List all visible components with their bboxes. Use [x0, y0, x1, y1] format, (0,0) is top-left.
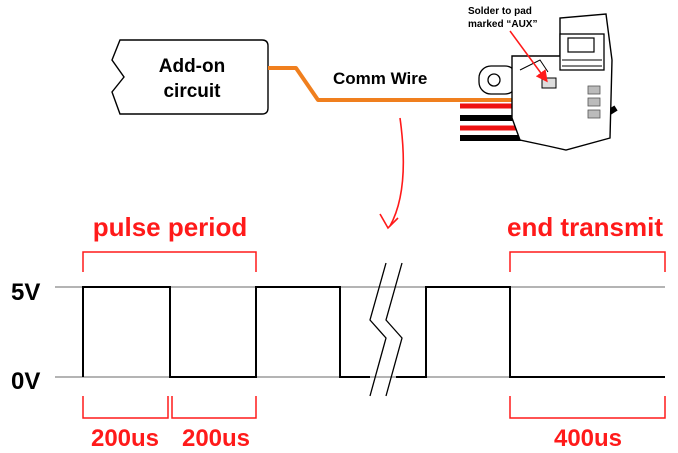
axis-break-right — [385, 262, 403, 397]
second-interval-label: 200us — [182, 425, 250, 452]
end-transmit-label: end transmit — [507, 212, 663, 242]
solder-note-arrow — [509, 30, 548, 83]
second-interval-bracket — [171, 396, 257, 419]
addon-box-outline — [111, 39, 269, 115]
addon-label-line1: Add-on — [159, 56, 225, 77]
pulse-period-bracket — [82, 251, 257, 272]
addon-label-line2: circuit — [163, 81, 221, 102]
solder-pad — [587, 109, 601, 119]
pulse-period-label: pulse period — [93, 212, 248, 242]
addon-circuit-box: Add-on circuit — [111, 39, 269, 115]
signal-waveform-end — [396, 286, 665, 378]
mount-hole — [487, 73, 501, 87]
solder-note-line2: marked “AUX” — [468, 19, 537, 30]
aux-pad — [541, 77, 557, 89]
board-edge-detail — [519, 59, 549, 73]
end-transmit-bracket — [509, 251, 666, 272]
connector-top — [567, 37, 595, 53]
pointer-arrow — [389, 117, 405, 227]
first-interval-label: 200us — [91, 425, 159, 452]
end-interval-label: 400us — [554, 425, 622, 452]
axis-break-left — [369, 262, 387, 397]
solder-pad — [587, 97, 601, 107]
connector-board-illustration — [460, 13, 618, 151]
signal-waveform-start — [82, 286, 370, 378]
low-level-label: 0V — [11, 368, 40, 395]
high-level-label: 5V — [11, 279, 40, 306]
end-interval-bracket — [509, 396, 666, 419]
pointer-arrowhead — [379, 213, 399, 230]
first-interval-bracket — [82, 396, 169, 419]
comm-wire-label: Comm Wire — [333, 69, 427, 88]
solder-pad — [587, 85, 601, 95]
solder-note-line1: Solder to pad — [468, 6, 532, 17]
